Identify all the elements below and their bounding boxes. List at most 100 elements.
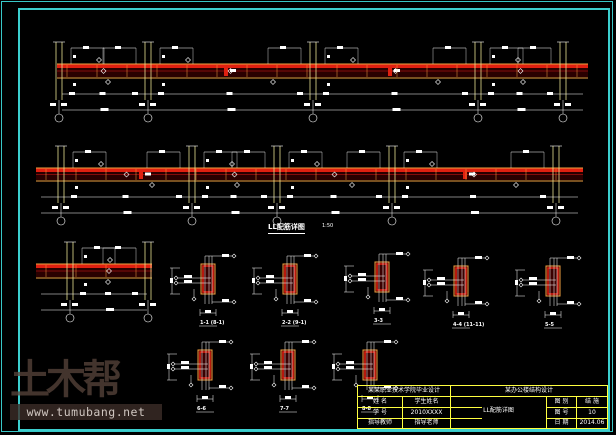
dim-text xyxy=(565,103,571,106)
rebar-tag-icon xyxy=(96,57,102,63)
dim-text xyxy=(396,297,403,300)
dim-text xyxy=(139,303,145,306)
section-outline xyxy=(453,265,469,297)
dim-text xyxy=(84,283,87,286)
dim-text xyxy=(423,280,426,285)
watermark-logo: 土木帮 xyxy=(10,357,122,403)
rebar-tag-icon xyxy=(231,171,238,178)
id-value: 2010XXXX xyxy=(410,409,443,416)
dim-text xyxy=(206,159,209,162)
rebar-tag-icon xyxy=(270,79,276,85)
dim-text xyxy=(115,46,121,49)
rebar-tag-icon xyxy=(185,57,191,63)
category-label: 图 别 xyxy=(554,398,569,405)
rebar-tag-icon xyxy=(227,68,234,74)
axis-bubble xyxy=(308,113,318,123)
dim-text xyxy=(99,92,106,95)
dim-text xyxy=(391,92,398,95)
dim-text xyxy=(406,159,409,162)
rebar-tag-icon xyxy=(234,182,240,188)
dim-text xyxy=(202,396,208,399)
rebar-tag-icon xyxy=(314,161,320,167)
rebar-tag-icon xyxy=(170,366,176,372)
rebar-tag-icon xyxy=(349,182,355,188)
dim-text xyxy=(547,206,553,209)
dim-text xyxy=(184,280,192,283)
dim-text xyxy=(222,299,229,302)
dim-text xyxy=(132,92,138,95)
dim-text xyxy=(264,366,272,369)
dim-text xyxy=(63,206,69,209)
beam-top-rebar xyxy=(36,168,583,172)
rebar-tag-icon xyxy=(253,361,259,367)
dim-text xyxy=(162,83,165,86)
advisor-value: 指导老师 xyxy=(414,419,439,426)
dim-text xyxy=(462,92,468,95)
rebar-tag-icon xyxy=(426,277,432,283)
section-stirrup xyxy=(364,351,376,379)
rebar-tag-icon xyxy=(191,296,197,302)
section-label: 4-4 (11-11) xyxy=(453,322,484,328)
section-outline xyxy=(374,261,390,293)
dim-text xyxy=(358,278,366,281)
rebar-tag-icon xyxy=(255,275,261,281)
axis-bubble xyxy=(56,216,66,226)
dim-text xyxy=(219,340,226,343)
beam-stirrup-zone xyxy=(463,170,467,179)
dim-text xyxy=(379,308,385,311)
dim-text xyxy=(488,92,494,95)
dim-text xyxy=(529,282,537,285)
dim-text xyxy=(167,364,170,369)
beam-top-rebar xyxy=(57,64,588,68)
dim-text xyxy=(480,103,486,106)
dim-text xyxy=(75,159,78,162)
dim-text xyxy=(285,396,291,399)
section-label: 6-6 xyxy=(197,406,207,412)
dim-text xyxy=(515,280,518,285)
dim-text xyxy=(75,186,78,189)
dim-text xyxy=(406,186,409,189)
dim-text xyxy=(72,303,78,306)
category-value: 结 施 xyxy=(585,398,599,405)
dim-text xyxy=(227,108,236,111)
dim-text xyxy=(470,195,476,198)
dim-text xyxy=(287,195,293,198)
rebar-tag-icon xyxy=(353,382,359,388)
axis-bubble xyxy=(473,113,483,123)
dim-text xyxy=(291,186,294,189)
dim-text xyxy=(194,206,200,209)
dim-text xyxy=(437,277,445,280)
dim-text xyxy=(230,195,237,198)
name-value: 学生姓名 xyxy=(414,398,439,405)
dim-text xyxy=(261,195,267,198)
rebar-tag-icon xyxy=(149,182,155,188)
project-name: 某办公楼结构设计 xyxy=(504,387,553,394)
dim-text xyxy=(230,69,236,72)
rebar-tag-icon xyxy=(429,161,435,167)
rebar-tag-icon xyxy=(471,171,477,178)
dim-text xyxy=(547,92,553,95)
rebar-tag-icon xyxy=(393,339,399,345)
dim-text xyxy=(123,211,132,214)
watermark: 土木帮 www.tumubang.net xyxy=(10,358,162,430)
axis-bubble xyxy=(558,113,568,123)
section-outline xyxy=(545,265,561,297)
dim-text xyxy=(304,103,310,106)
dim-text xyxy=(100,108,109,111)
rebar-tag-icon xyxy=(173,275,179,281)
dim-text xyxy=(554,103,560,106)
section-stirrup xyxy=(282,351,294,379)
section-label: 2-2 (9-1) xyxy=(282,320,306,326)
section-label: 3-3 xyxy=(374,318,384,324)
dim-text xyxy=(469,103,475,106)
dim-text xyxy=(304,254,311,257)
dim-text xyxy=(73,83,76,86)
dim-text xyxy=(323,92,329,95)
school-name: 某某职业技术学院毕业设计 xyxy=(367,387,440,394)
dim-text xyxy=(106,308,114,311)
section-stirrup xyxy=(547,267,559,295)
dim-text xyxy=(71,195,77,198)
dim-text xyxy=(392,108,401,111)
